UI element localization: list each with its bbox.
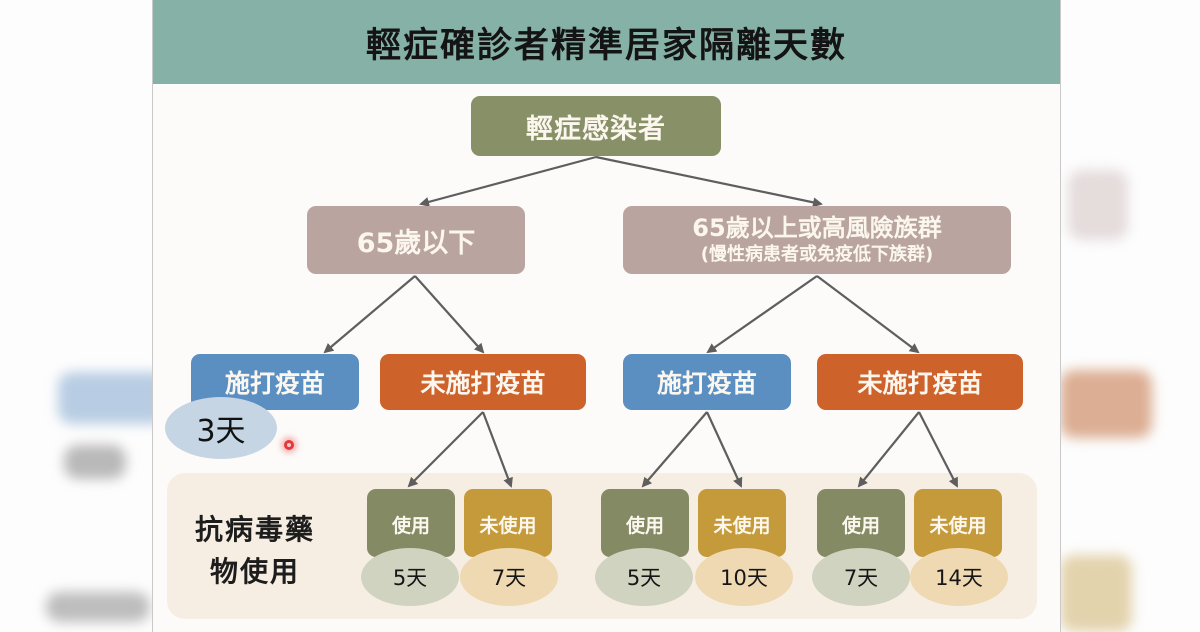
unvaccinated-node-under-65: 未施打疫苗 [380,354,586,410]
page-title: 輕症確診者精準居家隔離天數 [365,25,847,66]
antiviral-not-used-box: 未使用 [914,489,1002,557]
option-label: 使用 [391,515,430,537]
days-value: 14天 [935,566,983,590]
days-value: 5天 [626,566,662,590]
days-value: 10天 [720,566,768,590]
days-bubble: 7天 [460,548,558,606]
age-label: 65歲以上或高風險族群 [692,214,942,242]
antiviral-label-line1: 抗病毒藥 [194,513,315,546]
option-label: 未使用 [479,515,537,537]
blurred-background-box [1060,555,1132,632]
days-value: 7天 [843,566,879,590]
blurred-background-box [1068,170,1128,240]
title-bar: 輕症確診者精準居家隔離天數 [153,0,1060,84]
days-value: 7天 [491,566,527,590]
option-label: 使用 [841,515,880,537]
vaccination-label: 未施打疫苗 [420,369,546,398]
antiviral-not-used-box: 未使用 [698,489,786,557]
unvaccinated-node-over-65: 未施打疫苗 [817,354,1023,410]
vaccinated-node-over-65: 施打疫苗 [623,354,791,410]
blurred-background-text [64,445,126,479]
pointer-cursor-icon [284,440,294,450]
days-bubble: 7天 [812,548,910,606]
antiviral-label: 抗病毒藥 物使用 [175,509,335,593]
age-node-over-65-high-risk: 65歲以上或高風險族群 (慢性病患者或免疫低下族群) [623,206,1011,274]
root-node-mild-infected: 輕症感染者 [471,96,721,156]
option-label: 使用 [625,515,664,537]
antiviral-label-line2: 物使用 [209,555,300,588]
age-sublabel: (慢性病患者或免疫低下族群) [700,244,934,265]
age-label: 65歲以下 [356,227,476,259]
days-bubble-vaccinated-under-65: 3天 [165,397,277,459]
antiviral-used-box: 使用 [367,489,455,557]
age-node-under-65: 65歲以下 [307,206,525,274]
blurred-background-box [58,372,168,424]
slide: 輕症確診者精準居家隔離天數 [152,0,1061,632]
vaccination-label: 施打疫苗 [656,369,757,398]
days-value: 3天 [196,414,246,449]
blurred-background-box [1060,370,1152,438]
antiviral-not-used-box: 未使用 [464,489,552,557]
days-bubble: 14天 [910,548,1008,606]
option-label: 未使用 [713,515,771,537]
vaccination-label: 施打疫苗 [224,369,325,398]
days-bubble: 5天 [595,548,693,606]
antiviral-used-box: 使用 [601,489,689,557]
blurred-background-text [46,592,150,622]
option-label: 未使用 [929,515,987,537]
days-bubble: 5天 [361,548,459,606]
days-bubble: 10天 [695,548,793,606]
root-label: 輕症感染者 [526,113,666,145]
antiviral-used-box: 使用 [817,489,905,557]
vaccination-label: 未施打疫苗 [857,369,983,398]
days-value: 5天 [392,566,428,590]
